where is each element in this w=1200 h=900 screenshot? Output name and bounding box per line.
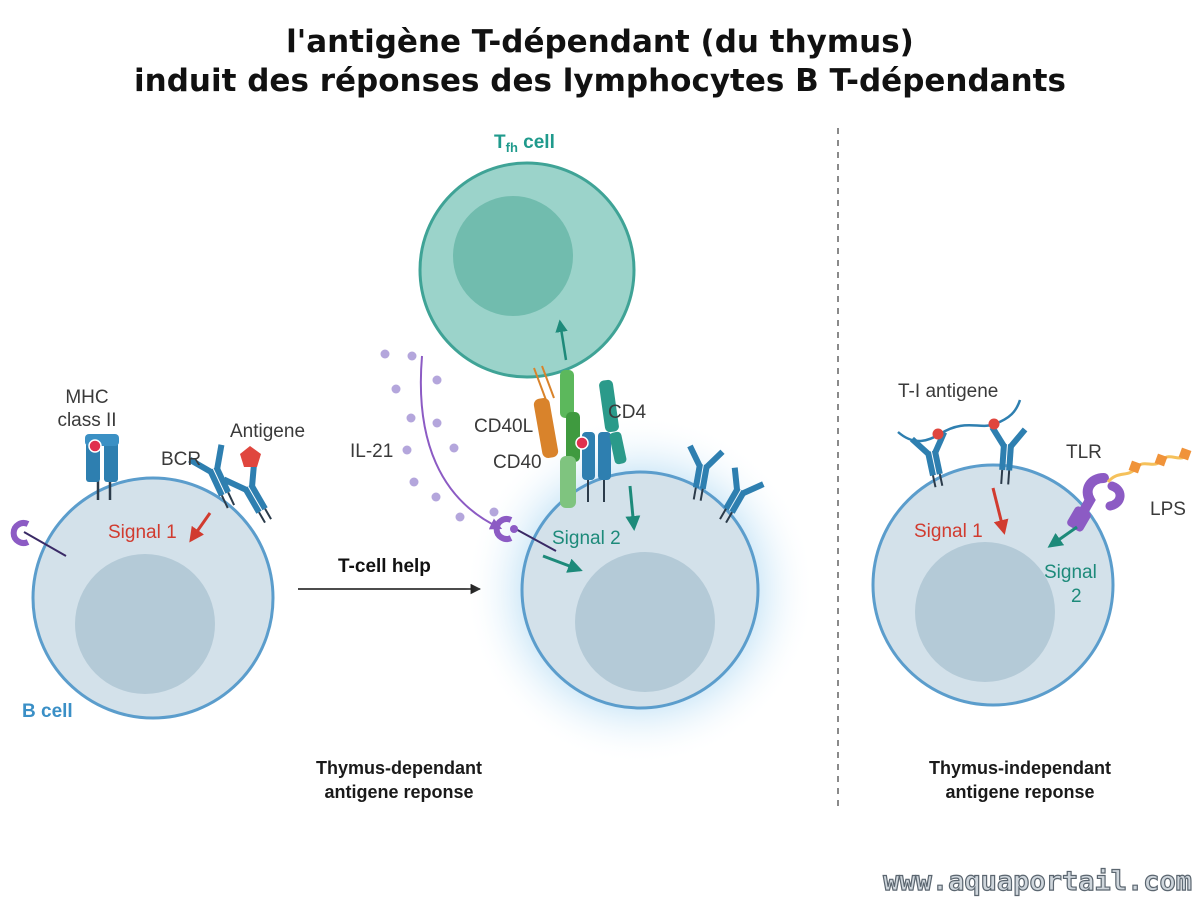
- ti-antigene-label: T-I antigene: [898, 381, 998, 402]
- ti-caption-line-2: antigene reponse: [945, 782, 1094, 802]
- b-cell-label: B cell: [22, 701, 73, 722]
- purple-receptor-center: [493, 516, 557, 552]
- bcr-label: BCR: [161, 449, 201, 470]
- tfh-cell-label-main: T: [494, 132, 506, 153]
- signal-2-arrow-right: [1047, 525, 1078, 548]
- watermark: www.aquaportail.com: [883, 866, 1192, 897]
- il-21-dots: [380, 349, 499, 522]
- td-caption-line-1: Thymus-dependant: [316, 758, 482, 778]
- il-21-label: IL-21: [350, 441, 393, 462]
- cd4-protein: [599, 379, 619, 433]
- tfh-cell-nucleus: [453, 196, 573, 316]
- mhc-label-line-2: class II: [57, 410, 116, 431]
- il-21-arrow: [419, 355, 503, 530]
- b-cell-center: [520, 470, 760, 710]
- b-cell-nucleus: [75, 554, 215, 694]
- tfh-cell-label-rest: cell: [518, 132, 555, 153]
- t-cell-help-label: T-cell help: [338, 556, 431, 577]
- lps-molecule: [1106, 447, 1192, 484]
- cd40-label: CD40: [493, 452, 542, 473]
- b-cell-right-nucleus: [915, 542, 1055, 682]
- cd4-label: CD4: [608, 402, 646, 423]
- bcr-receptor-1: [188, 444, 236, 509]
- td-caption-line-2: antigene reponse: [324, 782, 473, 802]
- signal-1-arrow-left: [189, 512, 212, 543]
- b-cell-center-nucleus: [575, 552, 715, 692]
- ti-antigen-strand: [897, 399, 1022, 443]
- peptide-marker: [575, 436, 589, 450]
- cd40l-cd40-complex: [533, 365, 627, 508]
- cd40l-label: CD40L: [474, 416, 533, 437]
- tlr-label: TLR: [1066, 442, 1102, 463]
- signal-2-arrow-side: [542, 554, 583, 573]
- title-line-1: l'antigène T-dépendant (du thymus): [286, 24, 914, 60]
- mhc-label-line-1: MHC: [65, 387, 108, 408]
- tlr-receptor: [1067, 473, 1125, 532]
- signal-2-label-right-line-1: Signal: [1044, 562, 1097, 583]
- bcr-receptor-center-1: [687, 444, 725, 501]
- signal-1-arrow-right: [991, 487, 1009, 535]
- cd40-green-base: [560, 456, 576, 508]
- green-chain-1: [560, 370, 574, 418]
- green-chain-2: [566, 412, 580, 462]
- antigene-label: Antigene: [230, 421, 305, 442]
- cd40l-protein: [533, 398, 559, 458]
- tfh-cell-label-sub: fh: [506, 140, 518, 155]
- lps-label: LPS: [1150, 499, 1186, 520]
- ti-antigen-epitope-2: [988, 418, 1000, 430]
- mhc-class-ii-receptor: [85, 434, 119, 500]
- purple-receptor-left: [10, 520, 67, 557]
- signal-2-arrow-down: [625, 485, 641, 531]
- tfh-cell-label: Tfh cell: [494, 132, 555, 155]
- signal-2-label-center: Signal 2: [552, 528, 621, 549]
- b-cell-left: [31, 476, 275, 720]
- ti-caption-line-1: Thymus-independant: [929, 758, 1111, 778]
- tcell-up-arrow: [555, 319, 568, 361]
- title-line-2: induit des réponses des lymphocytes B T-…: [134, 63, 1066, 99]
- signal-1-label-right: Signal 1: [914, 521, 983, 542]
- bcr-receptor-right-2: [989, 425, 1028, 485]
- tcr-chain-2: [598, 432, 611, 480]
- ti-antigen-epitope-1: [932, 428, 944, 440]
- signal-2-label-right-line-2: 2: [1071, 586, 1082, 607]
- bcr-receptor-center-2: [719, 467, 765, 524]
- signal-1-label-left: Signal 1: [108, 522, 177, 543]
- bcr-receptor-2: [222, 461, 272, 524]
- tfh-cell: [418, 161, 636, 379]
- b-cell-right: [871, 463, 1115, 707]
- antigen-marker: [240, 446, 261, 467]
